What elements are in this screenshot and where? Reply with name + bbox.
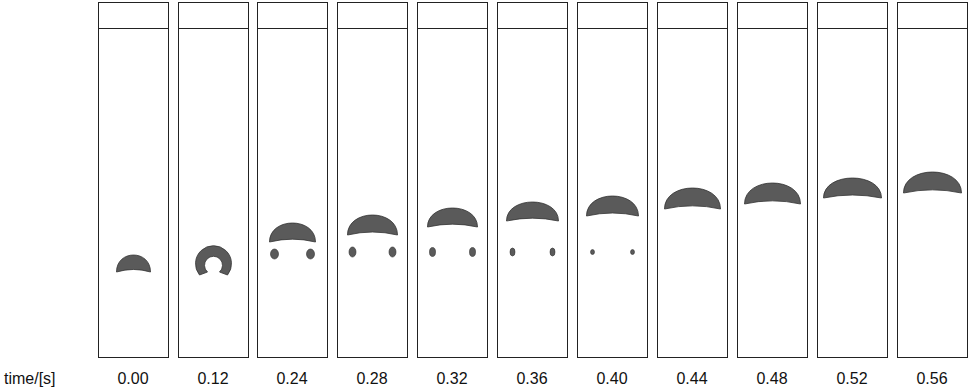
panel-border bbox=[99, 3, 169, 358]
panel-border bbox=[898, 3, 968, 358]
panel-border bbox=[418, 3, 488, 358]
bubble bbox=[587, 196, 639, 216]
time-value: 0.24 bbox=[276, 371, 307, 387]
free-surface bbox=[898, 28, 967, 29]
panel-border bbox=[738, 3, 808, 358]
simulation-panel bbox=[258, 3, 328, 358]
simulation-panel bbox=[418, 3, 488, 358]
free-surface bbox=[498, 28, 567, 29]
axis-title: time/[s] bbox=[4, 371, 56, 387]
bubble bbox=[428, 208, 478, 227]
panel-border bbox=[258, 3, 328, 358]
free-surface bbox=[818, 28, 887, 29]
satellite-bubble bbox=[349, 247, 356, 257]
panel-border bbox=[658, 3, 728, 358]
bubble bbox=[824, 178, 882, 198]
time-value: 0.52 bbox=[836, 371, 867, 387]
simulation-panel bbox=[338, 3, 408, 358]
bubble bbox=[507, 202, 559, 221]
simulation-panel bbox=[179, 3, 249, 358]
satellite-bubble bbox=[389, 247, 396, 257]
panel-border bbox=[338, 3, 408, 358]
panel-border bbox=[578, 3, 648, 358]
time-value: 0.12 bbox=[197, 371, 228, 387]
bubble bbox=[270, 223, 316, 242]
time-value: 0.32 bbox=[436, 371, 467, 387]
free-surface bbox=[338, 28, 407, 29]
free-surface bbox=[179, 28, 248, 29]
satellite-bubble bbox=[510, 248, 515, 256]
simulation-panel bbox=[578, 3, 648, 358]
simulation-panel bbox=[99, 3, 169, 358]
time-value: 0.56 bbox=[916, 371, 947, 387]
time-value: 0.36 bbox=[516, 371, 547, 387]
simulation-panel bbox=[498, 3, 568, 358]
bubble bbox=[665, 188, 721, 209]
free-surface bbox=[418, 28, 487, 29]
satellite-bubble bbox=[470, 248, 476, 257]
free-surface bbox=[258, 28, 327, 29]
bubble bbox=[117, 255, 151, 272]
time-value: 0.48 bbox=[756, 371, 787, 387]
satellite-bubble bbox=[430, 248, 436, 257]
free-surface bbox=[658, 28, 727, 29]
time-value: 0.28 bbox=[356, 371, 387, 387]
time-value: 0.00 bbox=[117, 371, 148, 387]
panel-border bbox=[498, 3, 568, 358]
panel-border bbox=[818, 3, 888, 358]
bubble bbox=[348, 215, 398, 235]
satellite-bubble bbox=[307, 249, 315, 259]
time-value: 0.44 bbox=[676, 371, 707, 387]
bubble bbox=[196, 246, 232, 275]
free-surface bbox=[99, 28, 168, 29]
simulation-panel bbox=[738, 3, 808, 358]
satellite-bubble bbox=[550, 248, 555, 256]
bubble bbox=[904, 172, 962, 193]
satellite-bubble bbox=[271, 249, 279, 259]
simulation-panel bbox=[658, 3, 728, 358]
simulation-panel bbox=[898, 3, 968, 358]
time-value: 0.40 bbox=[596, 371, 627, 387]
free-surface bbox=[738, 28, 807, 29]
satellite-bubble bbox=[631, 250, 635, 255]
free-surface bbox=[578, 28, 647, 29]
simulation-panel bbox=[818, 3, 888, 358]
panel-border bbox=[179, 3, 249, 358]
bubble bbox=[745, 183, 801, 204]
satellite-bubble bbox=[591, 250, 595, 255]
